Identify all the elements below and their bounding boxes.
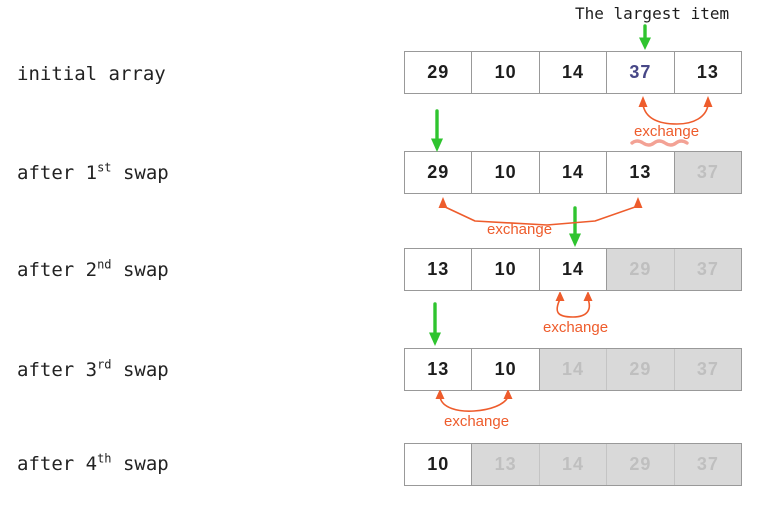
array-cell: 10 [405,444,473,485]
green-down-arrow-largest-3rd [429,302,441,346]
row-label: after 4th swap [17,451,169,475]
exchange-arrow-1st [438,197,643,226]
largest-item-label: The largest item [575,4,730,23]
green-down-arrow-largest-2nd [569,206,581,247]
exchange-label-2nd: exchange [543,319,609,336]
exchange-arrow-2nd [555,292,593,318]
array-cell: 13 [607,152,675,193]
array-cell: 37 [607,52,675,93]
array-cell: 13 [696,62,719,82]
array-cell: 29 [607,249,675,290]
array-cell: 10 [472,152,540,193]
array-cell: 37 [674,349,742,390]
array-cell: 14 [539,349,608,390]
array-cell: 13 [472,444,540,485]
array-cell: 37 [674,152,742,193]
array-cell: 10 [472,52,540,93]
green-down-arrow-largest-initial [639,24,651,50]
array-cell: 13 [405,249,473,290]
array-cell: 37 [674,444,742,485]
array-cell: 29 [607,444,675,485]
exchange-label-3rd: exchange [444,413,510,430]
exchange-label-1st: exchange [487,221,553,238]
array-cell: 14 [539,444,608,485]
array-cell: 14 [540,152,608,193]
array-cell: 10 [472,349,540,390]
array-cell: 10 [472,249,540,290]
row-label: after 3rd swap [17,357,169,381]
squiggle-underline [630,139,689,147]
green-down-arrow-largest-1st [431,109,443,152]
array-cell: 29 [607,349,675,390]
array-cell: 29 [405,52,473,93]
row-label: after 1st swap [17,160,169,184]
array-cell: 29 [405,152,473,193]
array-cell: 13 [405,349,473,390]
exchange-arrow-3rd [435,390,513,412]
row-label: after 2nd swap [17,257,169,281]
array-cell: 14 [540,249,608,290]
array-cell: 37 [674,249,742,290]
exchange-label-initial: exchange [634,123,700,140]
exchange-arrow-initial [638,96,713,125]
array-cell: 14 [540,52,608,93]
row-label: initial array [17,63,166,85]
